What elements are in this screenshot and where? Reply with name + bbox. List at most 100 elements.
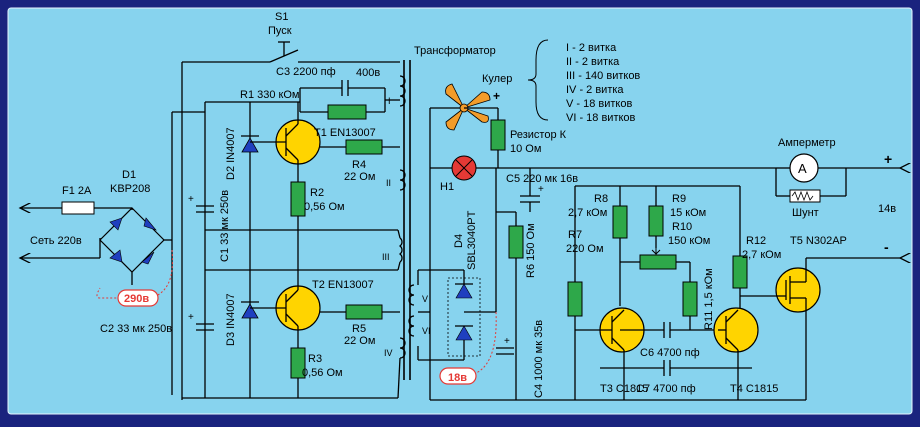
t4-label: T4 C1815 [730,383,778,395]
winding-6: VI - 18 витков [566,112,636,124]
transistor-t1: T1 EN13007 [250,102,376,182]
r3-value: 0,56 Ом [302,367,343,379]
c4-label: C4 1000 мк 35в [533,320,545,398]
winding-iv-label: IV [384,348,393,358]
diode-d3: D3 IN4007 [225,293,259,346]
c5-label: C5 220 мк 16в [506,173,578,185]
winding-v-label: V [422,294,428,304]
capacitor-c7: C7 4700 пф [600,360,752,395]
resistor-r7: R7 220 Ом [566,229,604,317]
resistor-r4: R4 22 Ом [320,139,400,183]
d3-label: D3 IN4007 [225,293,237,346]
r10-value: 150 кОм [668,235,710,247]
svg-text:+: + [504,336,510,347]
winding-3: III - 140 витков [566,70,640,82]
r6-label: R6 150 Ом [525,223,537,278]
t2-label: T2 EN13007 [312,279,374,291]
v18-label: 18в [448,372,467,384]
resistor-k: Резистор К 10 Ом [490,119,567,168]
c3-voltage: 400в [356,67,380,79]
capacitor-c2: + [188,312,214,331]
d2-label: D2 IN4007 [225,127,237,180]
cooler-fan: Кулер + [445,73,512,131]
resistor-r11: R11 1,5 кОм [682,262,718,331]
fuse-label: F1 2A [62,185,92,197]
r8-label: R8 [594,193,608,205]
ammeter-label: Амперметр [778,137,836,149]
svg-text:+: + [188,194,194,205]
mains-input: Сеть 220в [20,208,133,258]
shunt-label: Шунт [792,207,819,219]
r5-value: 22 Ом [344,335,375,347]
winding-4: IV - 2 витка [566,84,624,96]
voltage-290-annotation: 290в [96,249,174,307]
r2-value: 0,56 Ом [304,201,345,213]
svg-text:+: + [188,312,194,323]
out-minus: - [884,239,889,255]
potentiometer-r10: R10 150 кОм [620,221,710,270]
winding-1: I - 2 витка [566,42,617,54]
c1-label: C1 33 мк 250в [219,190,231,262]
v290-label: 290в [124,293,149,305]
resistor-k-label: Резистор К [510,129,567,141]
fuse-f1: F1 2A [61,185,95,215]
resistor-r8: R8 2,7 кОм [568,186,628,306]
transistor-t2: T2 EN13007 [250,270,374,348]
s1-label: S1 [275,11,288,23]
start-label: Пуск [268,25,292,37]
panel-background [7,7,913,415]
start-switch-s1: S1 Пуск [268,11,299,63]
resistor-r6: R6 150 Ом [508,212,537,400]
c3-label: C3 2200 пф [276,66,336,78]
r5-label: R5 [352,323,366,335]
r12-label: R12 [746,235,766,247]
r9-value: 15 кОм [670,207,706,219]
mains-label: Сеть 220в [30,235,82,247]
winding-iii-label: III [382,252,390,262]
diode-d2: D2 IN4007 [225,127,259,180]
winding-i-label: I [388,96,391,106]
r7-value: 220 Ом [566,243,604,255]
capacitor-c3: C3 2200 пф 400в [276,66,385,96]
cooler-label: Кулер [482,73,512,85]
resistor-r1: R1 330 кОм [205,88,400,120]
winding-5: V - 18 витков [566,98,632,110]
resistor-r2: R2 0,56 Ом [290,181,345,270]
t5-label: T5 N302AP [790,235,847,247]
resistor-r9: R9 15 кОм [648,186,706,248]
winding-2: II - 2 витка [566,56,620,68]
capacitor-c6: C6 4700 пф [620,322,700,359]
transformer-label: Трансформатор [414,45,496,57]
r4-label: R4 [352,159,366,171]
resistor-r3: R3 0,56 Ом [290,347,343,398]
resistor-k-value: 10 Ом [510,143,541,155]
capacitor-c1: + C1 33 мк 250в [188,190,231,262]
r12-value: 2,7 кОм [742,249,781,261]
r1-label: R1 330 кОм [240,89,299,101]
resistor-r5: R5 22 Ом [320,304,400,347]
resistor-r12: R12 2,7 кОм [732,186,781,308]
capacitor-c5: + C5 220 мк 16в [506,168,578,212]
d4-label: D4 [453,234,465,248]
r10-label: R10 [672,221,692,233]
lamp-h1: H1 [430,155,477,193]
mosfet-t5: T5 N302AP [775,235,847,400]
transistor-t4: T4 C1815 [713,307,778,400]
svg-text:+: + [538,184,544,195]
output-voltage: 14в [878,203,896,215]
c7-label: C7 4700 пф [636,383,696,395]
r4-value: 22 Ом [344,171,375,183]
transformer: I II III IV V VI Трансформатор [382,45,496,380]
d1-part: KBP208 [110,183,150,195]
c2-label: C2 33 мк 250в [100,323,172,335]
r2-label: R2 [310,187,324,199]
cooler-plus: + [493,89,500,103]
r9-label: R9 [672,193,686,205]
capacitor-c4: + C4 1000 мк 35в [496,320,545,398]
t3-label: T3 C1815 [600,383,648,395]
t1-label: T1 EN13007 [314,127,376,139]
ammeter: A Амперметр + [776,137,900,183]
shunt: Шунт [775,168,847,219]
